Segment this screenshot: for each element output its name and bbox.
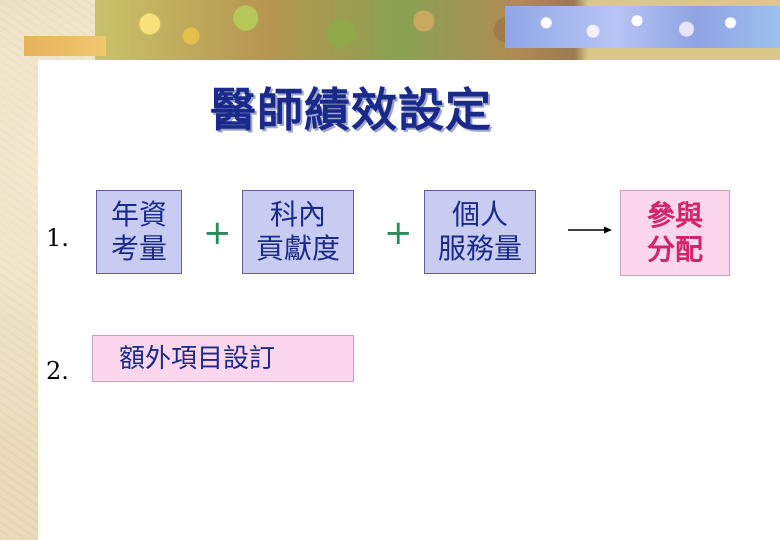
extra-items-label: 額外項目設訂 bbox=[119, 343, 276, 374]
department-contribution-box: 科內 貢獻度 bbox=[242, 190, 354, 274]
seniority-box: 年資 考量 bbox=[96, 190, 182, 274]
blue-flower-banner bbox=[505, 6, 780, 48]
result-line2: 分配 bbox=[646, 233, 703, 266]
row1-number: 1. bbox=[46, 224, 69, 252]
arrow-right-icon bbox=[568, 226, 612, 234]
seniority-line1: 年資 bbox=[110, 198, 167, 231]
department-line1: 科內 bbox=[269, 198, 326, 231]
result-line1: 參與 bbox=[646, 199, 703, 232]
slide-title: 醫師績效設定 bbox=[210, 83, 492, 137]
seniority-line2: 考量 bbox=[110, 232, 167, 265]
plus-sign-2: + bbox=[384, 213, 413, 253]
service-line1: 個人 bbox=[451, 198, 508, 231]
orange-accent-strip bbox=[24, 36, 106, 56]
personal-service-box: 個人 服務量 bbox=[424, 190, 536, 274]
department-line2: 貢獻度 bbox=[255, 232, 340, 265]
content-panel bbox=[38, 60, 780, 540]
participate-distribution-box: 參與 分配 bbox=[620, 190, 730, 276]
service-line2: 服務量 bbox=[437, 232, 522, 265]
row2-number: 2. bbox=[46, 357, 69, 385]
extra-items-box: 額外項目設訂 bbox=[92, 335, 354, 382]
plus-sign-1: + bbox=[203, 213, 232, 253]
